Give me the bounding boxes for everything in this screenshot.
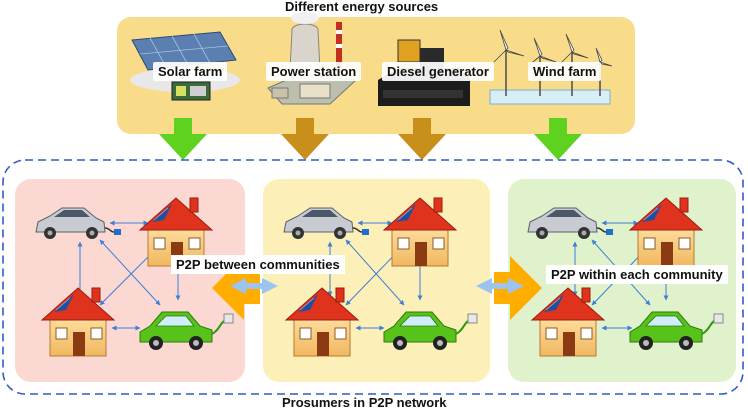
p2p-within-label: P2P within each community [546,265,728,284]
diesel-supply-arrow [398,118,446,160]
power-station-icon [267,12,358,105]
wind-supply-arrow [534,118,582,160]
wind-farm-label: Wind farm [528,62,602,81]
exchange-arrow-right [476,256,542,320]
p2p-between-label: P2P between communities [171,255,345,274]
p2p-network-border [2,159,744,395]
wind-farm-icon [489,29,613,105]
solar-supply-arrow [159,118,207,160]
power-station-label: Power station [266,62,362,81]
diesel-generator-label: Diesel generator [382,62,494,81]
power-station-supply-arrow [281,118,329,160]
top-title: Different energy sources [285,0,439,14]
bottom-title: Prosumers in P2P network [282,395,447,410]
solar-farm-label: Solar farm [153,62,228,81]
